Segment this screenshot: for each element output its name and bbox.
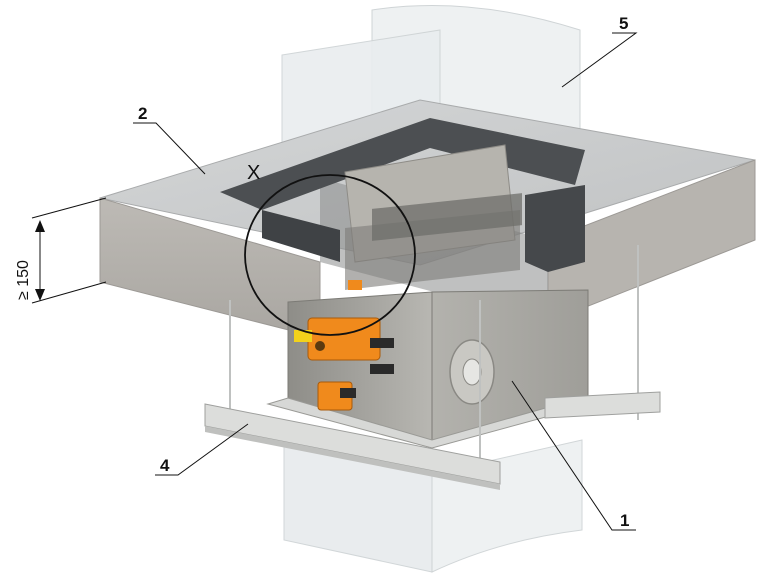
callout-5: 5: [619, 14, 628, 33]
callout-1: 1: [620, 511, 629, 530]
callout-4: 4: [160, 456, 170, 475]
detail-marker: X: [247, 162, 260, 184]
actuator-lower: [317, 381, 356, 411]
fire-seal: [220, 118, 585, 272]
mounting-rail-front: [204, 403, 501, 490]
leader-lines: [133, 32, 638, 531]
thickness-dimension: [31, 197, 107, 304]
hanger-rods: [229, 245, 639, 486]
detail-circle: [244, 174, 416, 336]
fire-damper-body: [266, 289, 609, 449]
thickness-label: ≥ 150: [15, 260, 32, 300]
mounting-rail-back: [544, 391, 661, 419]
callout-2: 2: [138, 104, 147, 123]
